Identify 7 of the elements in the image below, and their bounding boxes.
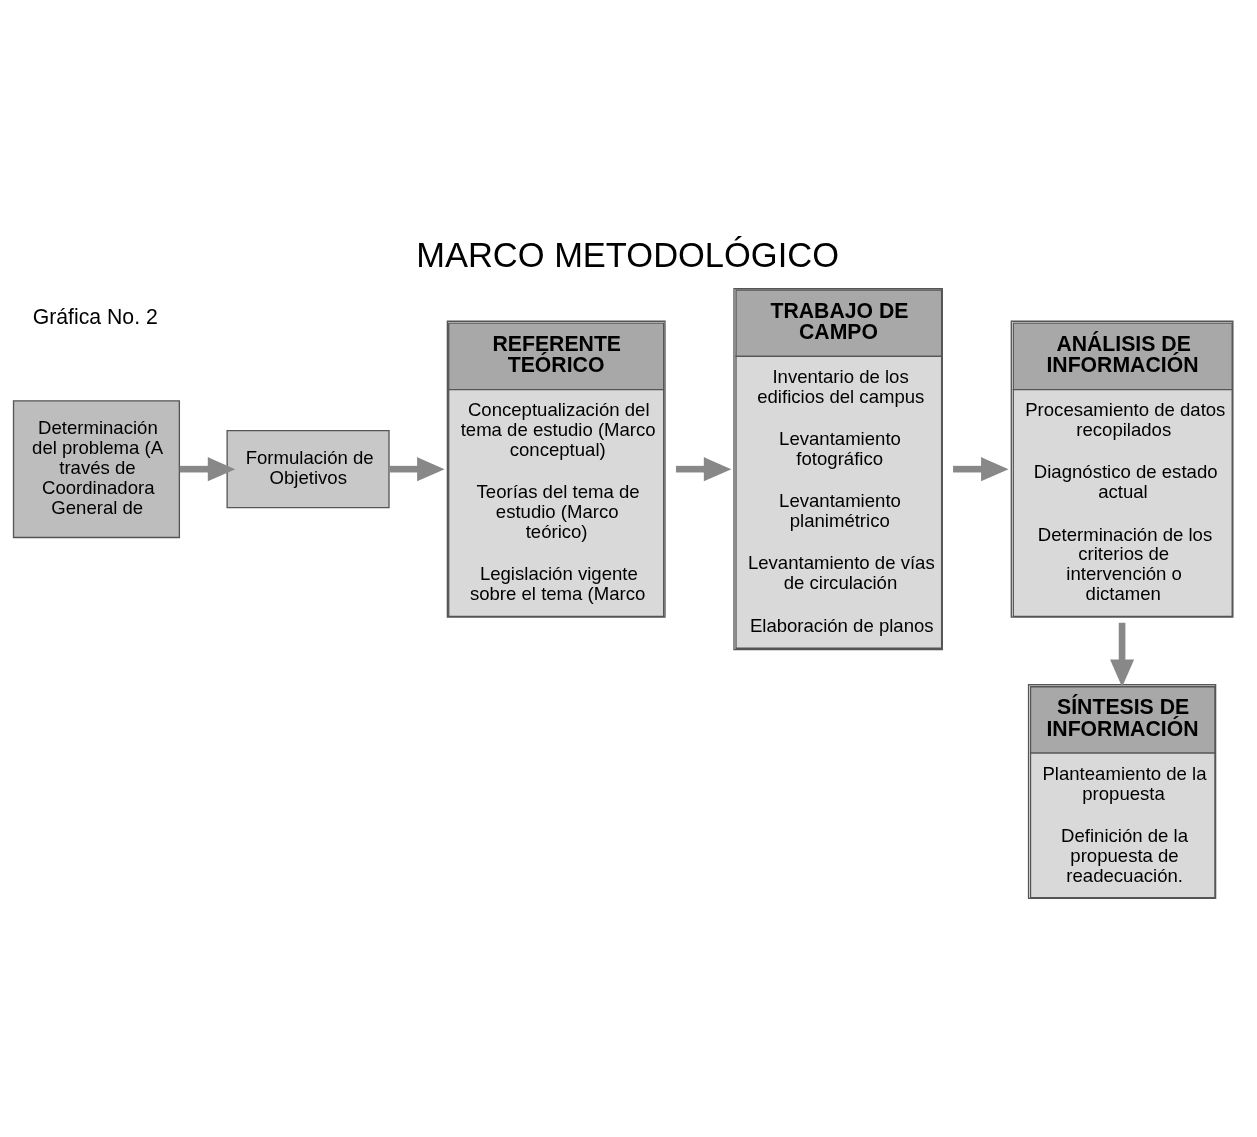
diagram-title: MARCO METODOLÓGICO [416,235,839,274]
label: Gráfica No. 2 [32,304,158,328]
node-box: Determinación del problema (A través de Coordinadora General de [12,399,181,538]
arrow [389,456,445,481]
arrow [179,456,236,481]
arrow [675,456,732,481]
node-box: Formulación de Objetivos [226,429,390,508]
